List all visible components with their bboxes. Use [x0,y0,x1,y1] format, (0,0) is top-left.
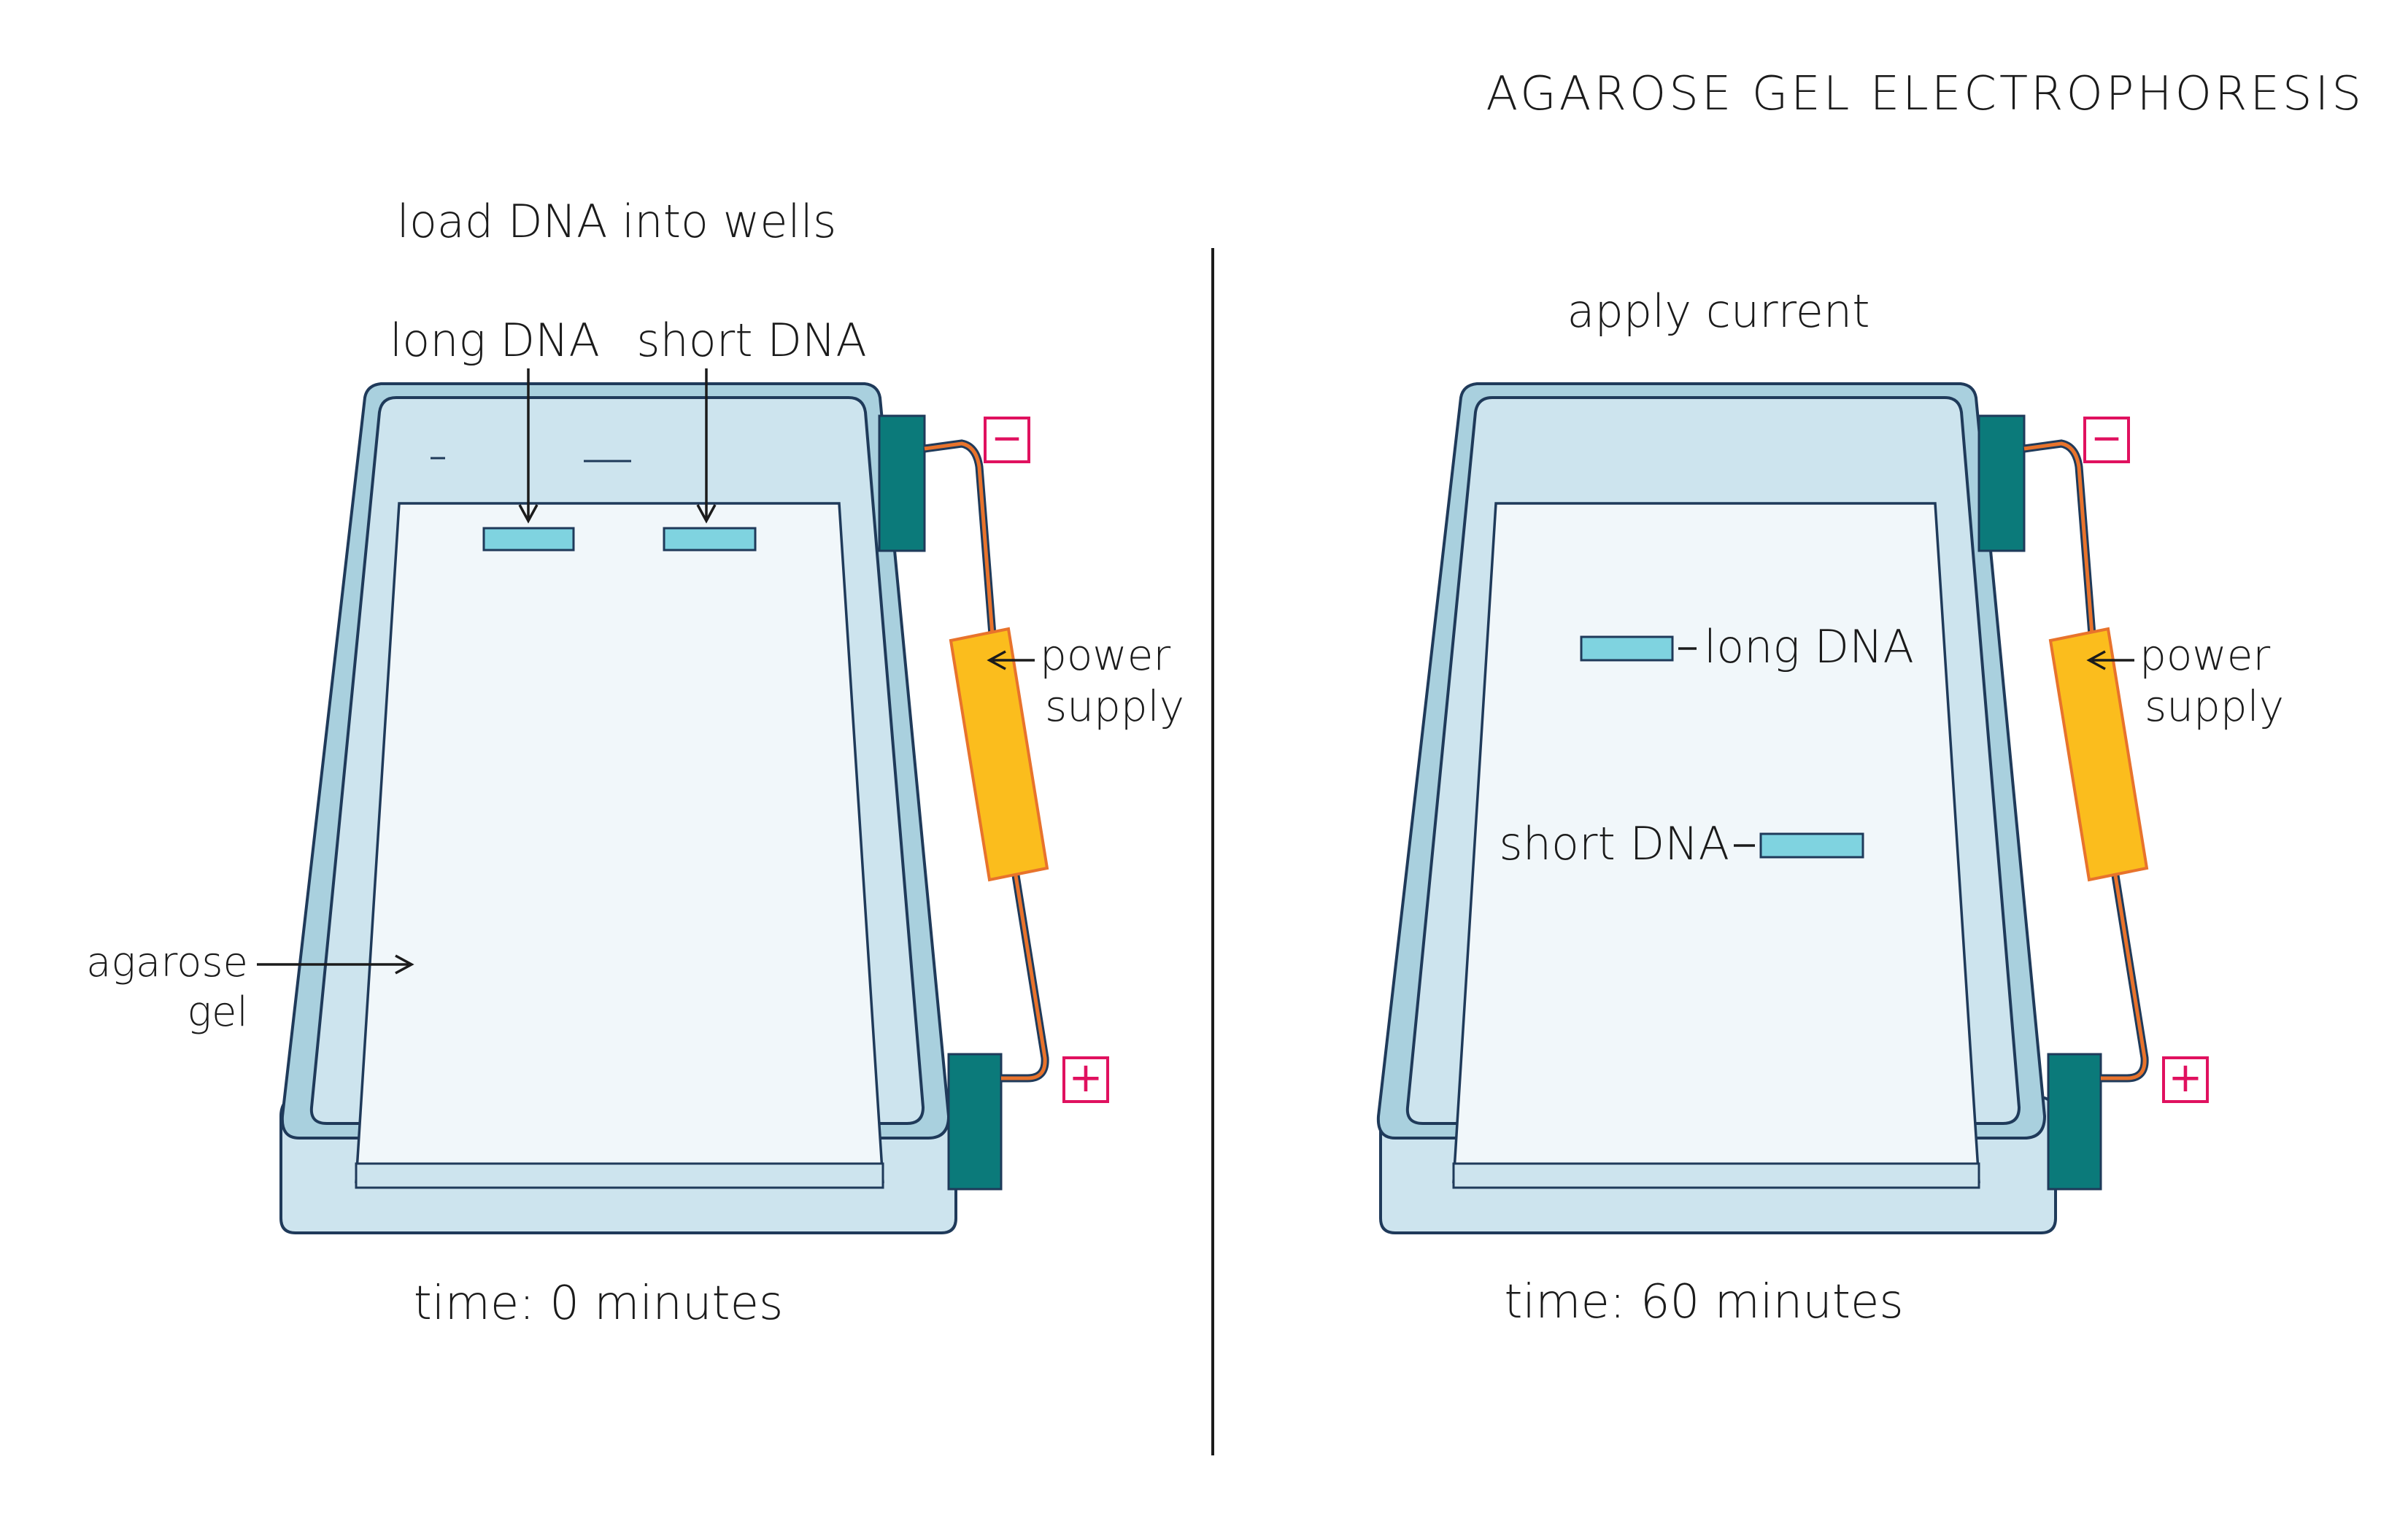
power-supply-arrowhead [987,650,1006,670]
wire-top-core [2023,441,2094,635]
power-supply-label: supply [1045,681,1184,731]
agarose-gel [355,502,884,1183]
minus-terminal-box [2083,417,2130,463]
wire-bottom [2101,875,2149,1083]
gel-front-edge [1452,1162,1980,1189]
power-supply [949,627,1049,882]
wire-top-core [924,441,995,635]
anode-block [2047,1053,2102,1191]
minus-terminal-box [984,417,1030,463]
short-dna-band [663,527,757,552]
agarose-gel-arrowhead [395,954,414,975]
plus-sign: + [1069,1054,1103,1102]
plus-terminal-box [2162,1056,2209,1103]
panel-heading: apply current [1567,285,1869,338]
anode-block [947,1053,1003,1191]
short-dna-label: short DNA [1499,817,1729,870]
long-dna-arrowhead [518,504,539,524]
wire-bottom-core [1001,875,1047,1080]
long-dna-band [1580,635,1674,662]
time-label: time: 60 minutes [1504,1275,1903,1329]
long-dna-label: long DNA [1704,620,1914,673]
agarose-gel-label: agarose [86,939,248,986]
wire-top [2023,439,2096,635]
minus-sign: − [2091,417,2123,460]
panel-heading: load DNA into wells [397,195,837,248]
wire-bottom [1001,875,1049,1083]
diagram-title: AGAROSE GEL ELECTROPHORESIS [1486,67,2364,121]
long-dna-label: long DNA [390,314,600,367]
minus-sign: − [991,417,1023,460]
plus-sign: + [2169,1054,2203,1102]
time-label: time: 0 minutes [414,1277,784,1331]
cathode-block [1977,414,2026,552]
panel-after: apply current − + long DNA short DNA pow… [1376,285,2284,1329]
agarose-gel-label: gel [187,989,248,1036]
wire-bottom-core [2101,875,2147,1080]
power-supply-arrowhead [2086,650,2106,670]
gel-front-edge [355,1162,884,1189]
short-dna-label: short DNA [636,314,867,367]
cathode-block [878,414,926,552]
wire-top [924,439,997,635]
short-dna-band [1759,832,1864,859]
panel-before: load DNA into wells − + long DN [86,195,1184,1331]
plus-terminal-box [1062,1056,1109,1103]
power-supply-label: power [1040,630,1170,680]
power-supply-label: supply [2145,681,2284,731]
long-dna-band [482,527,575,552]
power-supply [2048,627,2149,882]
power-supply-label: power [2139,630,2270,680]
short-dna-arrowhead [696,504,717,524]
